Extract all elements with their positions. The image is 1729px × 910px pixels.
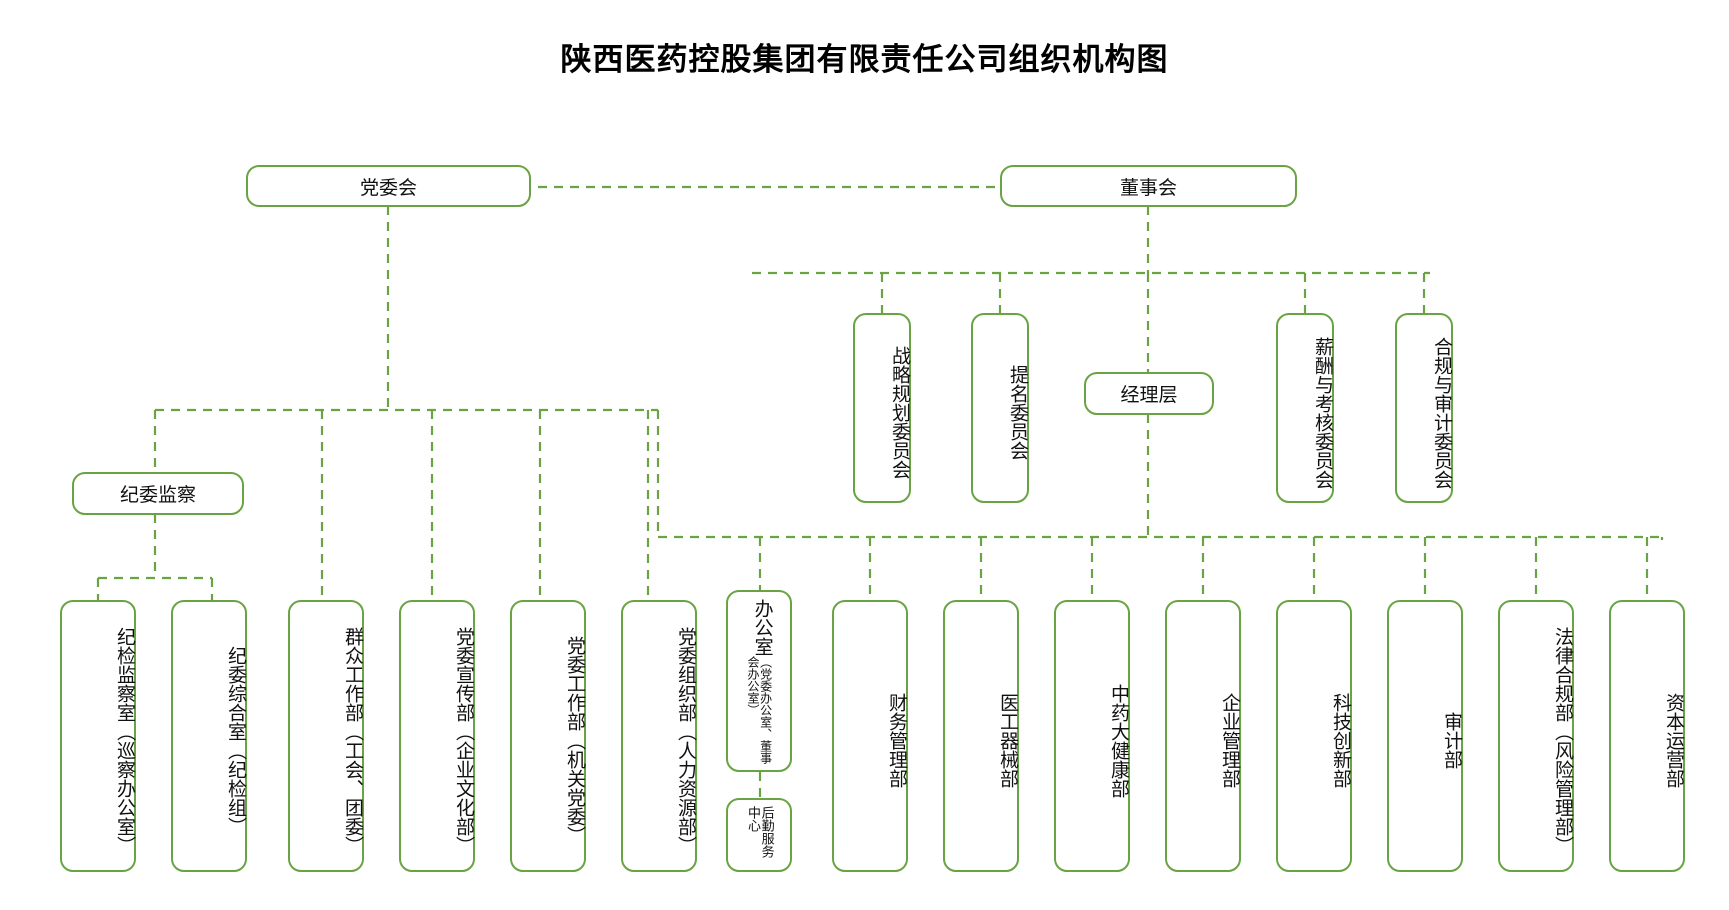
node-compliance-audit-committee[interactable]: 合规与审计委员会: [1395, 313, 1453, 503]
dept-keji-chuangxin[interactable]: 科技创新部: [1276, 600, 1352, 872]
dept-zhongyao-dajiankang-label: 中药大健康部: [1108, 683, 1130, 798]
dept-qunzhong-gongzuo-label: 群众工作部（工会、团委）: [342, 626, 364, 855]
dept-dangwei-zuzhi-label: 党委组织部（人力资源部）: [675, 626, 697, 855]
page-title: 陕西医药控股集团有限责任公司组织机构图: [560, 42, 1169, 78]
dept-zhongyao-dajiankang[interactable]: 中药大健康部: [1054, 600, 1130, 872]
dept-dangwei-gongzuo[interactable]: 党委工作部（机关党委）: [510, 600, 586, 872]
dept-bangongshi-label: 办公室: [751, 599, 774, 656]
node-compensation-committee-label: 薪酬与考核委员会: [1312, 336, 1334, 489]
dept-ziben-yunying-label: 资本运营部: [1663, 693, 1685, 788]
dept-qiye-guanli[interactable]: 企业管理部: [1165, 600, 1241, 872]
node-compliance-audit-committee-label: 合规与审计委员会: [1431, 336, 1453, 489]
dept-dangwei-zuzhi[interactable]: 党委组织部（人力资源部）: [621, 600, 697, 872]
dept-jijian-jiancha-shi-label: 纪检监察室（巡察办公室）: [114, 626, 136, 855]
node-discipline-inspection[interactable]: 纪委监察: [72, 472, 244, 515]
node-compensation-committee[interactable]: 薪酬与考核委员会: [1276, 313, 1334, 503]
node-management-layer-label: 经理层: [1120, 384, 1178, 406]
dept-dangwei-xuanchuan-label: 党委宣传部（企业文化部）: [453, 626, 475, 855]
dept-yigong-qixie[interactable]: 医工器械部: [943, 600, 1019, 872]
node-party-committee-label: 党委会: [359, 176, 417, 199]
dept-dangwei-xuanchuan[interactable]: 党委宣传部（企业文化部）: [399, 600, 475, 872]
dept-shenji[interactable]: 审计部: [1387, 600, 1463, 872]
dept-bangongshi-sub-label: （党委办公室、董事会办公室）: [746, 656, 773, 764]
dept-houqin-fuwu[interactable]: 后勤服务中心: [726, 798, 792, 872]
dept-shenji-label: 审计部: [1441, 712, 1463, 769]
node-board-label: 董事会: [1119, 176, 1177, 199]
dept-jiwei-zonghe-shi[interactable]: 纪委综合室（纪检组）: [171, 600, 247, 872]
node-strategy-committee-label: 战略规划委员会: [889, 346, 911, 479]
dept-caiwu-guanli[interactable]: 财务管理部: [832, 600, 908, 872]
dept-bangongshi-wrap: 办公室 （党委办公室、董事会办公室）: [746, 599, 774, 770]
dept-dangwei-gongzuo-label: 党委工作部（机关党委）: [564, 636, 586, 845]
node-party-committee[interactable]: 党委会: [246, 165, 531, 207]
dept-yigong-qixie-label: 医工器械部: [997, 693, 1019, 788]
dept-keji-chuangxin-label: 科技创新部: [1330, 693, 1352, 788]
dept-caiwu-guanli-label: 财务管理部: [886, 693, 908, 788]
dept-falv-hegui[interactable]: 法律合规部（风险管理部）: [1498, 600, 1574, 872]
dept-ziben-yunying[interactable]: 资本运营部: [1609, 600, 1685, 872]
dept-qunzhong-gongzuo[interactable]: 群众工作部（工会、团委）: [288, 600, 364, 872]
node-strategy-committee[interactable]: 战略规划委员会: [853, 313, 911, 503]
dept-qiye-guanli-label: 企业管理部: [1219, 693, 1241, 788]
dept-falv-hegui-label: 法律合规部（风险管理部）: [1552, 626, 1574, 855]
node-discipline-inspection-label: 纪委监察: [119, 484, 196, 506]
dept-jijian-jiancha-shi[interactable]: 纪检监察室（巡察办公室）: [60, 600, 136, 872]
node-management-layer[interactable]: 经理层: [1084, 372, 1214, 415]
dept-bangongshi[interactable]: 办公室 （党委办公室、董事会办公室）: [726, 590, 792, 772]
dept-jiwei-zonghe-shi-label: 纪委综合室（纪检组）: [225, 645, 247, 836]
node-nomination-committee[interactable]: 提名委员会: [971, 313, 1029, 503]
dept-houqin-fuwu-label: 后勤服务中心: [745, 806, 774, 858]
node-board[interactable]: 董事会: [1000, 165, 1297, 207]
node-nomination-committee-label: 提名委员会: [1007, 365, 1029, 460]
